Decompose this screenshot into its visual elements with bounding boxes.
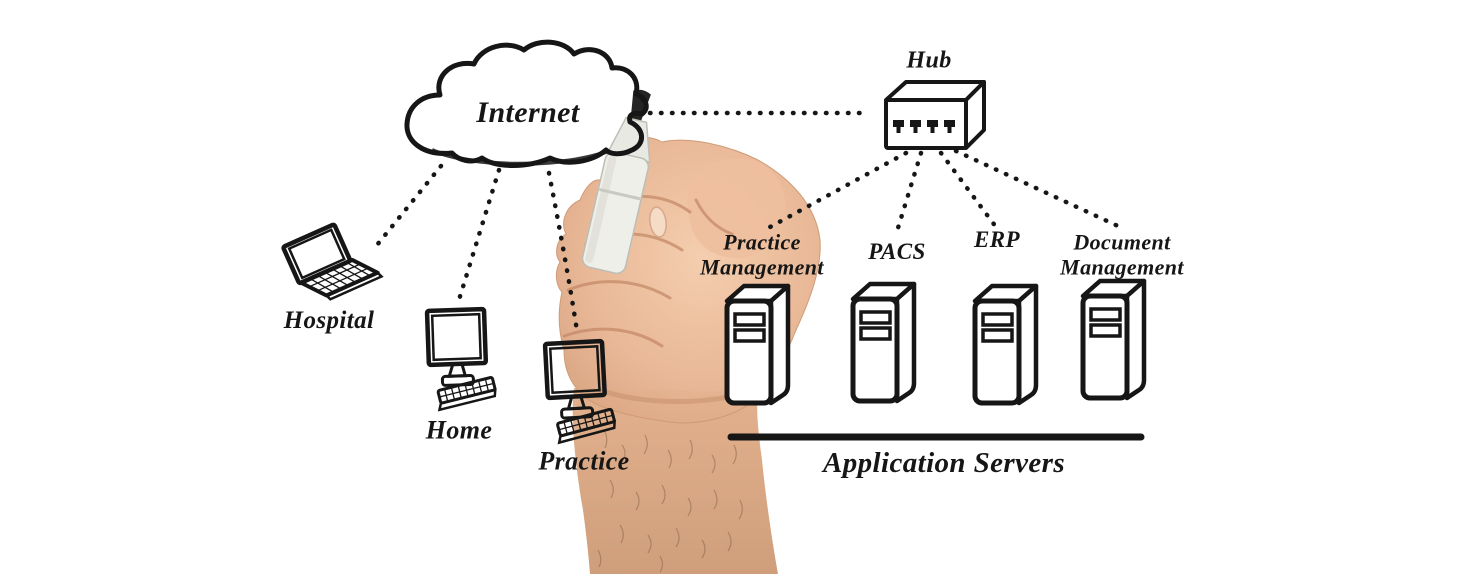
marker-pen: [581, 89, 651, 275]
server-label-erp: ERP: [974, 227, 1020, 253]
client-label-practice: Practice: [538, 446, 630, 476]
client-label-home: Home: [425, 415, 493, 445]
connection-hub-pacs: [895, 150, 924, 231]
connection-hub-erp: [938, 150, 999, 230]
connection-internet-home: [455, 167, 502, 306]
server-label-practice-management: Practice Management: [700, 229, 824, 279]
arm-hair-texture: [597, 429, 743, 573]
application-servers-group-label: Application Servers: [822, 446, 1066, 479]
connection-internet-practice: [546, 170, 580, 334]
dotted-connections: [374, 110, 1123, 334]
server-tower-document-management: [1083, 281, 1144, 398]
client-label-hospital: Hospital: [283, 307, 375, 334]
hub-label: Hub: [906, 47, 952, 74]
server-tower-practice-management: [727, 286, 788, 403]
server-tower-pacs: [853, 284, 914, 401]
connection-hub-document-management: [953, 148, 1123, 230]
server-label-document-management: Document Management: [1060, 229, 1184, 279]
server-tower-erp: [975, 286, 1036, 403]
connection-internet-hospital: [374, 163, 444, 248]
connection-hub-practice-management: [767, 150, 909, 230]
internet-label: Internet: [476, 96, 580, 130]
server-label-pacs: PACS: [868, 239, 926, 265]
internet-cloud-shape: [404, 39, 649, 168]
hospital-laptop-icon: [281, 222, 384, 301]
hub-device: [884, 80, 986, 150]
home-desktop-icon: [427, 309, 497, 410]
hub-ports: [893, 120, 955, 133]
